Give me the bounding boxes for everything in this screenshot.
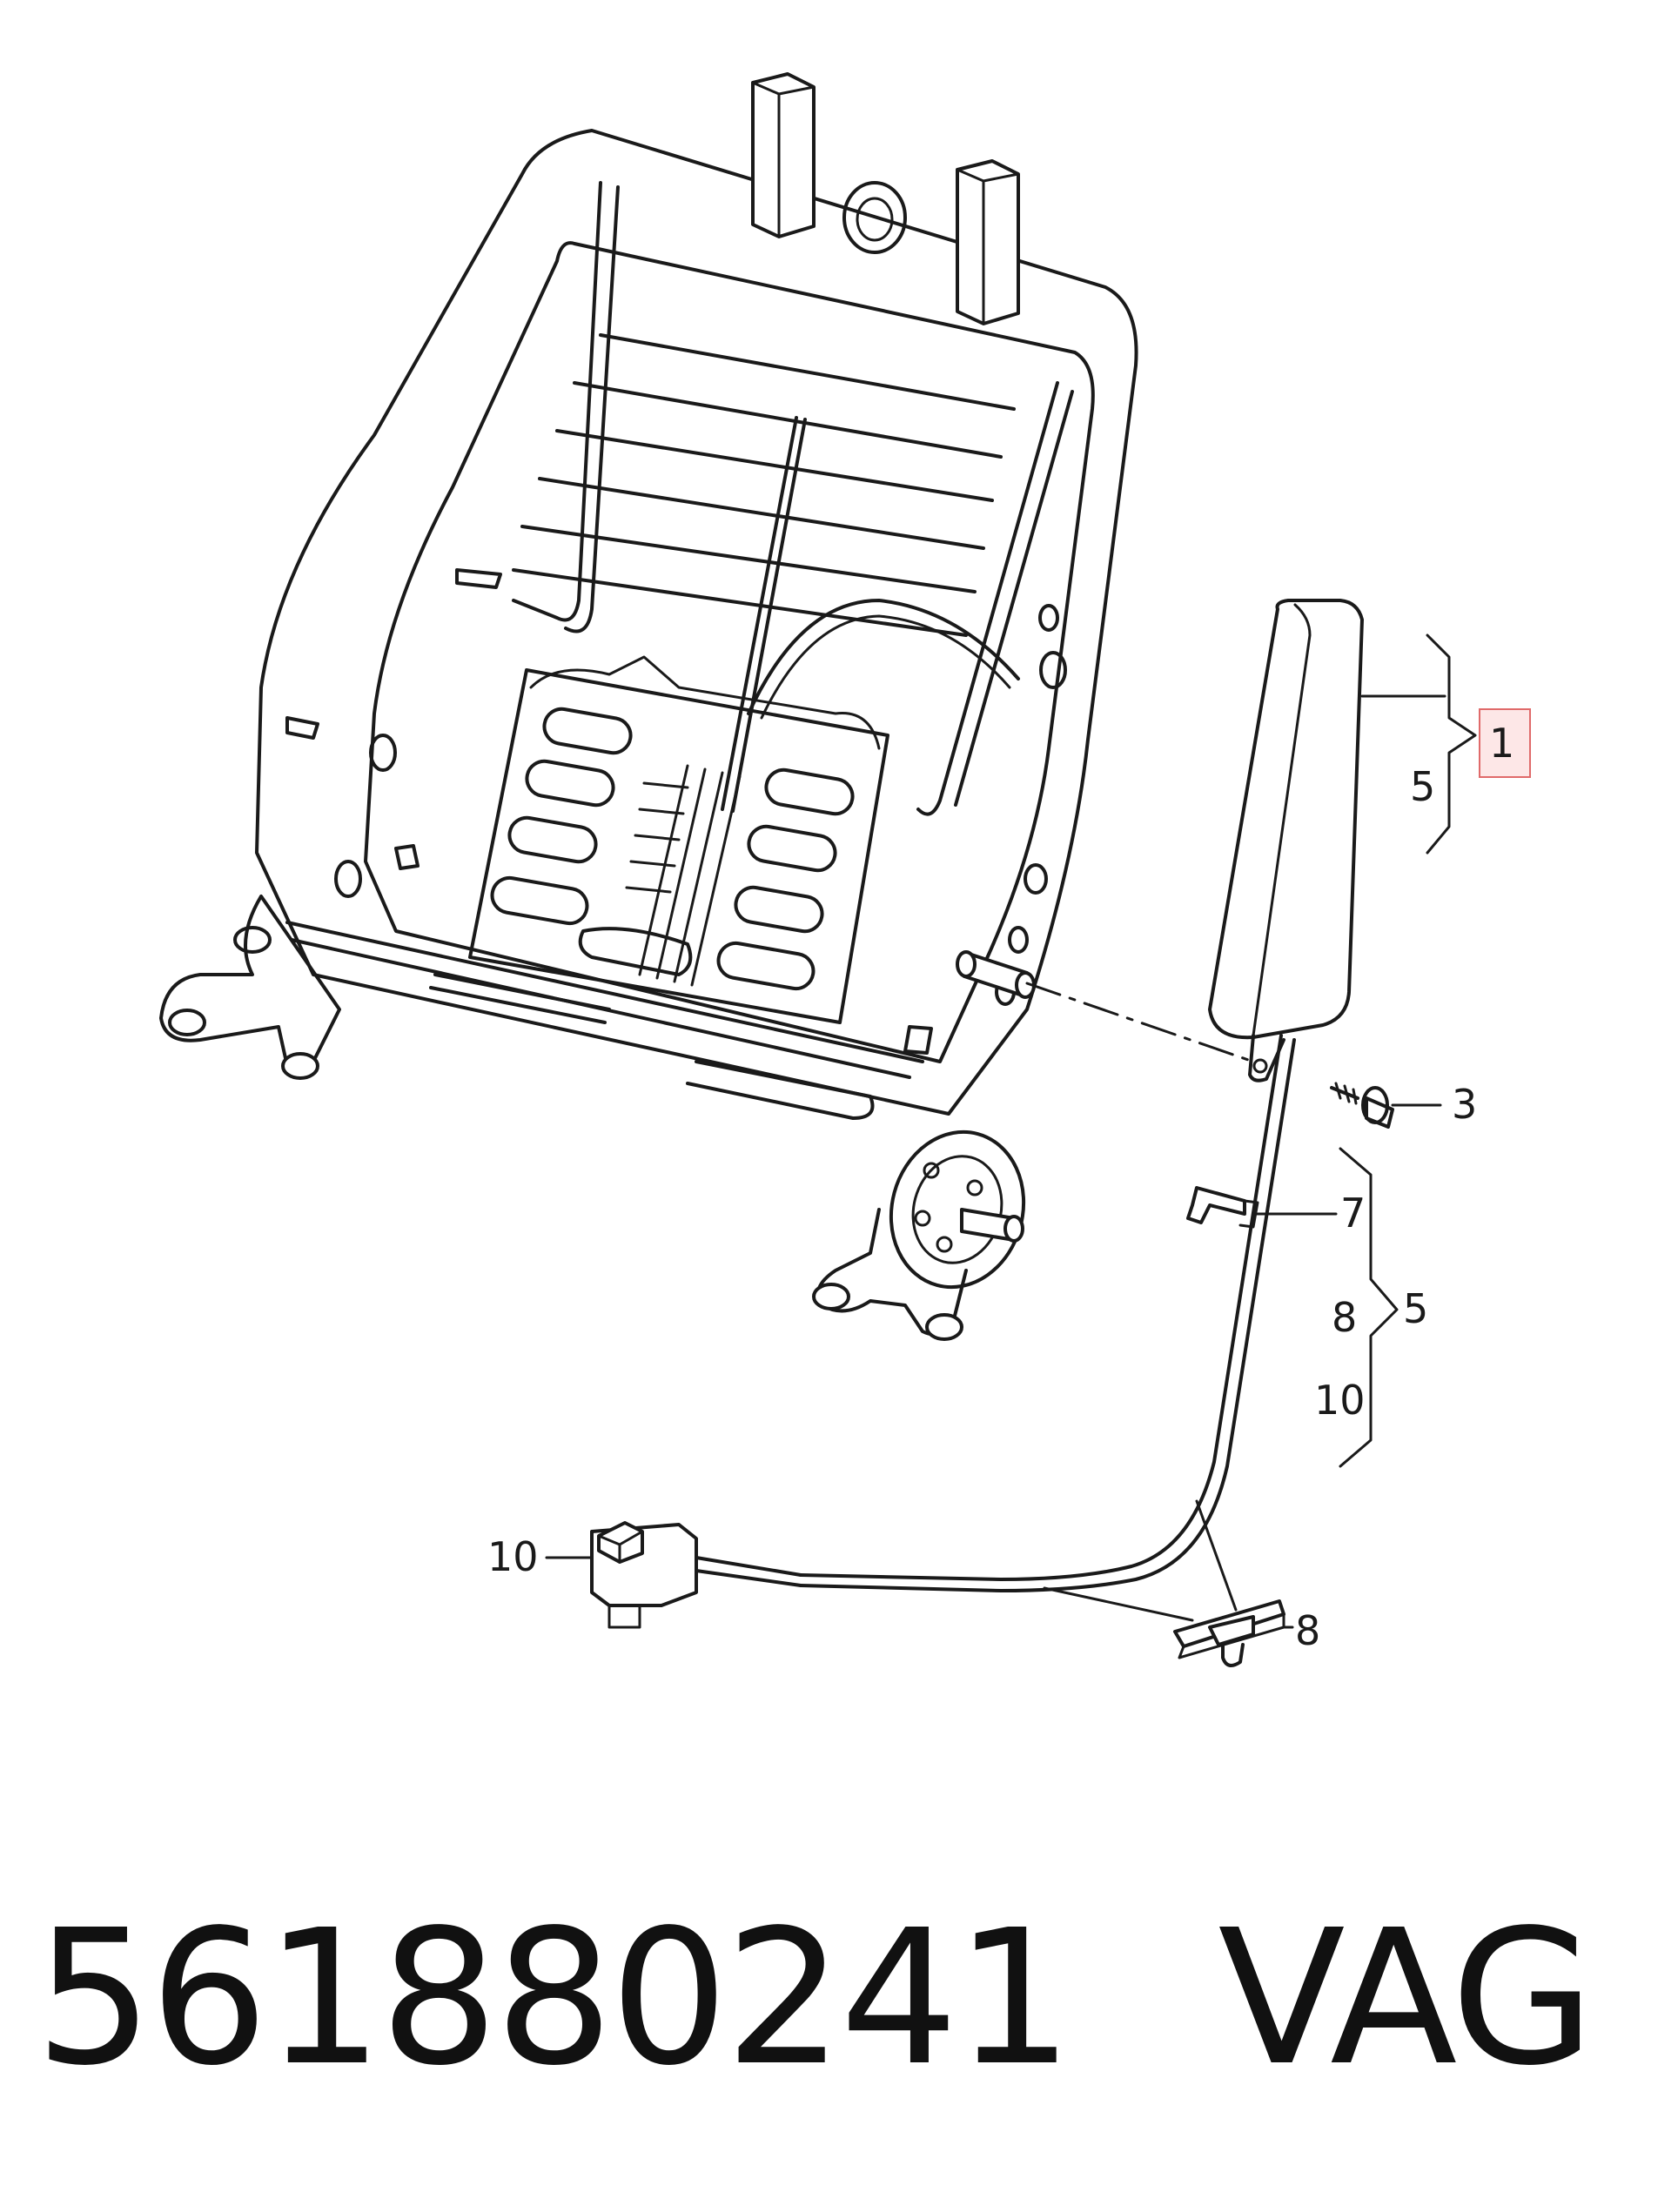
alignment-line (1025, 982, 1255, 1063)
screw-part (1330, 1082, 1394, 1129)
part-footer: 561880241 VAG (35, 1890, 1595, 2107)
callout-3: 3 (1452, 1081, 1477, 1128)
part-number: 561880241 (35, 1890, 1073, 2107)
callout-10-left: 10 (487, 1533, 539, 1580)
callout-10-group: 10 (1314, 1377, 1366, 1424)
callout-5-group: 5 (1403, 1285, 1428, 1332)
exploded-parts-diagram: 1 5 3 7 8 5 10 10 8 (159, 72, 1531, 1667)
callout-labels: 1 5 3 7 8 5 10 10 8 (487, 720, 1514, 1654)
side-airbag-module (1208, 599, 1364, 1083)
callout-8-group: 8 (1332, 1294, 1357, 1341)
wiring-harness (590, 1034, 1296, 1667)
seat-back-frame (159, 72, 1138, 1341)
callout-1: 1 (1489, 720, 1514, 767)
callout-8-bottom: 8 (1295, 1607, 1320, 1654)
callout-leaders (545, 633, 1477, 1629)
callout-5-top: 5 (1410, 763, 1435, 810)
callout-7: 7 (1340, 1190, 1366, 1237)
brand-name: VAG (1218, 1890, 1594, 2107)
callout-1-highlight (1479, 708, 1531, 778)
